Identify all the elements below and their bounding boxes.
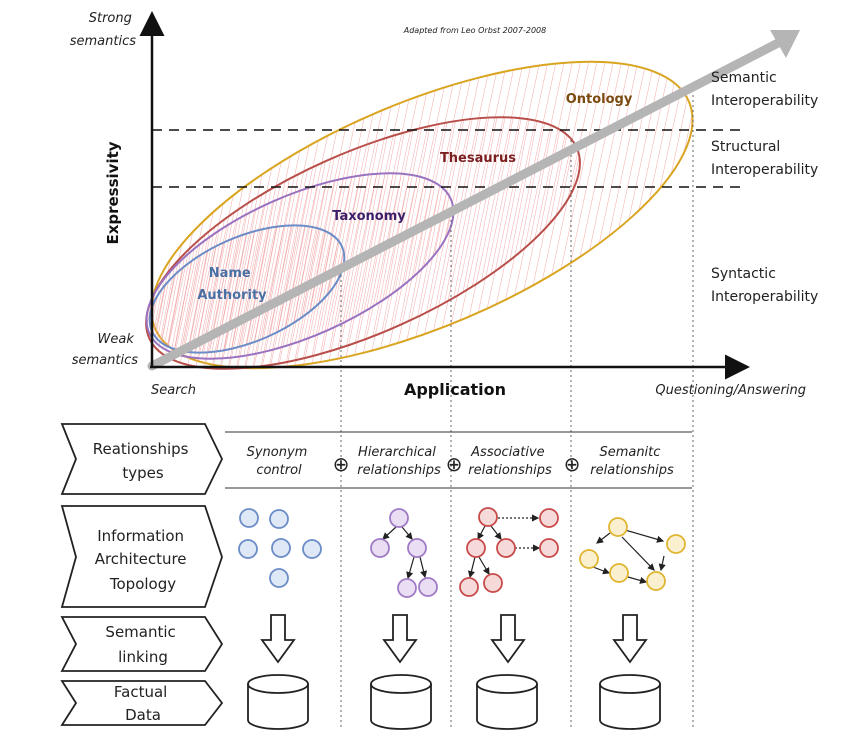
x-axis-right-label: Questioning/Answering (655, 383, 806, 398)
down-arrow-4 (612, 614, 648, 664)
attribution-text: Adapted from Leo Orbst 2007-2008 (403, 26, 546, 35)
topology-semantic (579, 517, 686, 591)
row-label-relationship-types: Reationships types (60, 423, 224, 495)
thesaurus-label: Thesaurus (440, 151, 516, 166)
syntactic-interoperability-label: Syntactic Interoperability (711, 266, 818, 305)
database-cylinder-1 (247, 674, 309, 730)
x-axis-left-label: Search (151, 383, 196, 398)
row-label-factual-data: Factual Data (60, 680, 224, 726)
relationship-semantic: Semanitc relationships (590, 445, 674, 478)
y-axis-top-label: Strong semantics (70, 11, 136, 49)
topology-associative (459, 507, 559, 597)
semantic-linking-arrows (260, 614, 648, 664)
topology-synonym (238, 508, 322, 588)
relationship-synonym: Synonym control (247, 445, 312, 478)
plus-symbol-2: ⊕ (446, 452, 463, 476)
y-axis-bottom-label: Weak semantics (72, 332, 138, 368)
relationship-hierarchical: Hierarchical relationships (357, 445, 441, 478)
semantic-interoperability-label: Semantic Interoperability (711, 70, 818, 109)
svg-text:Information Architecture: Information Architecture Topology (95, 527, 192, 593)
dotted-column-lines (340, 90, 694, 730)
down-arrow-3 (490, 614, 526, 664)
structural-interoperability-label: Structural Interoperability (711, 139, 818, 178)
factual-data-cylinders (247, 674, 661, 730)
expressivity-arrow (147, 30, 800, 371)
relationship-associative: Associative relationships (468, 445, 552, 478)
svg-text:Semantic linking: Semantic linking (105, 623, 180, 666)
database-cylinder-3 (476, 674, 538, 730)
plus-symbol-1: ⊕ (333, 452, 350, 476)
down-arrow-2 (382, 614, 418, 664)
name-authority-label: Name Authority (197, 266, 267, 303)
taxonomy-label: Taxonomy (332, 209, 406, 224)
ontology-label: Ontology (566, 92, 633, 107)
svg-text:Factual Data: Factual Data (114, 683, 172, 724)
plus-symbol-3: ⊕ (564, 452, 581, 476)
topology-hierarchical (370, 508, 438, 598)
down-arrow-1 (260, 614, 296, 664)
svg-text:Reationships types: Reationships types (93, 440, 194, 482)
database-cylinder-4 (599, 674, 661, 730)
database-cylinder-2 (370, 674, 432, 730)
row-label-ia-topology: Information Architecture Topology (60, 505, 223, 608)
y-axis-title: Expressivity (104, 141, 122, 244)
row-label-semantic-linking: Semantic linking (60, 616, 224, 672)
x-axis-title: Application (404, 380, 506, 399)
